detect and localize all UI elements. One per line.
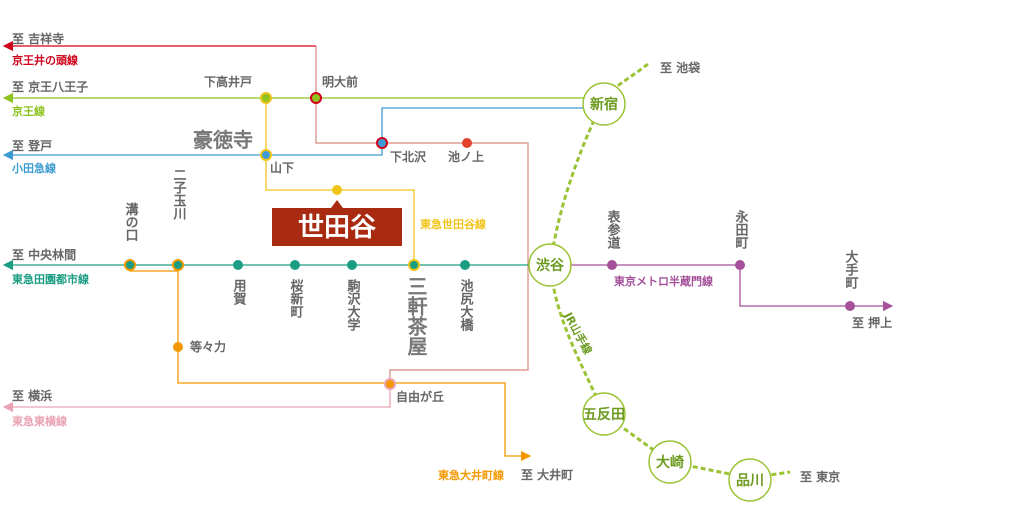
direction-oshiage: 至 押上 — [852, 315, 892, 330]
station-label-meidaimae: 明大前 — [322, 74, 358, 89]
direction-yokohama: 至 横浜 — [12, 388, 52, 403]
line-name-keio-inokashira: 京王井の頭線 — [12, 53, 78, 67]
station-label-yamashita: 山下 — [270, 160, 294, 175]
hub-shinagawa[interactable]: 品川 — [728, 458, 772, 502]
station-dot-omotesando[interactable] — [607, 260, 617, 270]
station-dot-mizonokuchi[interactable] — [124, 259, 136, 271]
hub-label-shinagawa: 品川 — [736, 473, 764, 489]
station-label-mizonokuchi: 溝の口 — [123, 202, 139, 242]
station-dot-komazawadaigaku[interactable] — [347, 260, 357, 270]
hub-label-osaki: 大崎 — [656, 454, 684, 471]
station-dot-yoga[interactable] — [233, 260, 243, 270]
setagaya-banner[interactable]: 世田谷 — [272, 200, 402, 246]
line-name-denentoshi: 東急田園都市線 — [12, 272, 89, 286]
hub-osaki[interactable]: 大崎 — [648, 440, 692, 484]
station-label-sakurashinmachi: 桜新町 — [288, 278, 304, 319]
station-label-yoga: 用賀 — [231, 279, 248, 306]
station-label-futakotamagawa: 二子玉川 — [171, 168, 188, 220]
line-name-yamanote: JR山手線 — [561, 309, 595, 357]
direction-hachioji: 至 京王八王子 — [12, 79, 88, 94]
station-label-komazawadaigaku: 駒沢大学 — [345, 278, 362, 332]
station-dot-jiyugaoka[interactable] — [384, 378, 396, 390]
line-name-toyoko: 東急東横線 — [12, 414, 67, 428]
station-dot-otemachi[interactable] — [845, 301, 855, 311]
station-label-sangenjaya: 三軒茶屋 — [404, 276, 428, 357]
station-label-todoroki: 等々力 — [189, 339, 226, 354]
station-label-shimotakaido: 下高井戸 — [204, 74, 252, 89]
station-label-ikejiriohashi: 池尻大橋 — [458, 278, 474, 332]
direction-tokyo: 至 東京 — [800, 469, 840, 484]
direction-ikebukuro: 至 池袋 — [660, 60, 701, 75]
hanzomon-line — [552, 264, 894, 312]
toyoko-line — [2, 384, 391, 413]
direction-oimachi: 至 大井町 — [521, 467, 573, 482]
station-dot-sakurashinmachi[interactable] — [290, 260, 300, 270]
station-label-omotesando: 表参道 — [605, 209, 622, 250]
station-dot-shimotakaido[interactable] — [260, 92, 272, 104]
hub-label-shibuya: 渋谷 — [536, 257, 565, 274]
station-dot-shimokitazawa[interactable] — [376, 137, 388, 149]
station-label-gotokuji: 豪徳寺 — [193, 128, 253, 152]
direction-chuorinkan: 至 中央林間 — [12, 247, 76, 262]
station-dot-ikenoue[interactable] — [462, 138, 472, 148]
station-dot-meidaimae[interactable] — [310, 92, 322, 104]
station-label-nagatacho: 永田町 — [733, 209, 750, 250]
line-name-oimachi: 東急大井町線 — [438, 468, 504, 482]
hub-gotanda[interactable]: 五反田 — [582, 392, 626, 436]
line-name-odakyu: 小田急線 — [11, 161, 56, 175]
direction-noborito: 至 登戸 — [12, 138, 52, 153]
line-name-setagaya: 東急世田谷線 — [420, 217, 486, 231]
hub-shinjuku[interactable]: 新宿 — [582, 82, 626, 126]
odakyu-line — [2, 107, 604, 161]
banner-label: 世田谷 — [298, 213, 377, 243]
station-dot-yamashita[interactable] — [260, 149, 272, 161]
hub-label-gotanda: 五反田 — [583, 406, 625, 423]
brown-connector-line — [315, 46, 529, 384]
station-label-ikenoue: 池ノ上 — [448, 149, 484, 164]
station-dot-setagaya[interactable] — [332, 185, 342, 195]
station-dot-ikejiriohashi[interactable] — [460, 260, 470, 270]
line-name-keio: 京王線 — [12, 104, 45, 118]
station-dot-todoroki[interactable] — [173, 342, 183, 352]
station-dot-futakotamagawa[interactable] — [172, 259, 184, 271]
station-label-shimokitazawa: 下北沢 — [390, 149, 427, 164]
hub-shibuya[interactable]: 渋谷 — [528, 243, 572, 287]
station-label-otemachi: 大手町 — [843, 249, 859, 290]
station-dot-sangenjaya[interactable] — [408, 259, 420, 271]
station-label-jiyugaoka: 自由が丘 — [396, 389, 444, 404]
direction-kichijoji: 至 吉祥寺 — [12, 31, 64, 46]
line-name-hanzomon: 東京メトロ半蔵門線 — [614, 274, 713, 288]
hub-label-shinjuku: 新宿 — [590, 96, 618, 113]
station-dot-nagatacho[interactable] — [735, 260, 745, 270]
yamanote-line — [548, 62, 791, 480]
